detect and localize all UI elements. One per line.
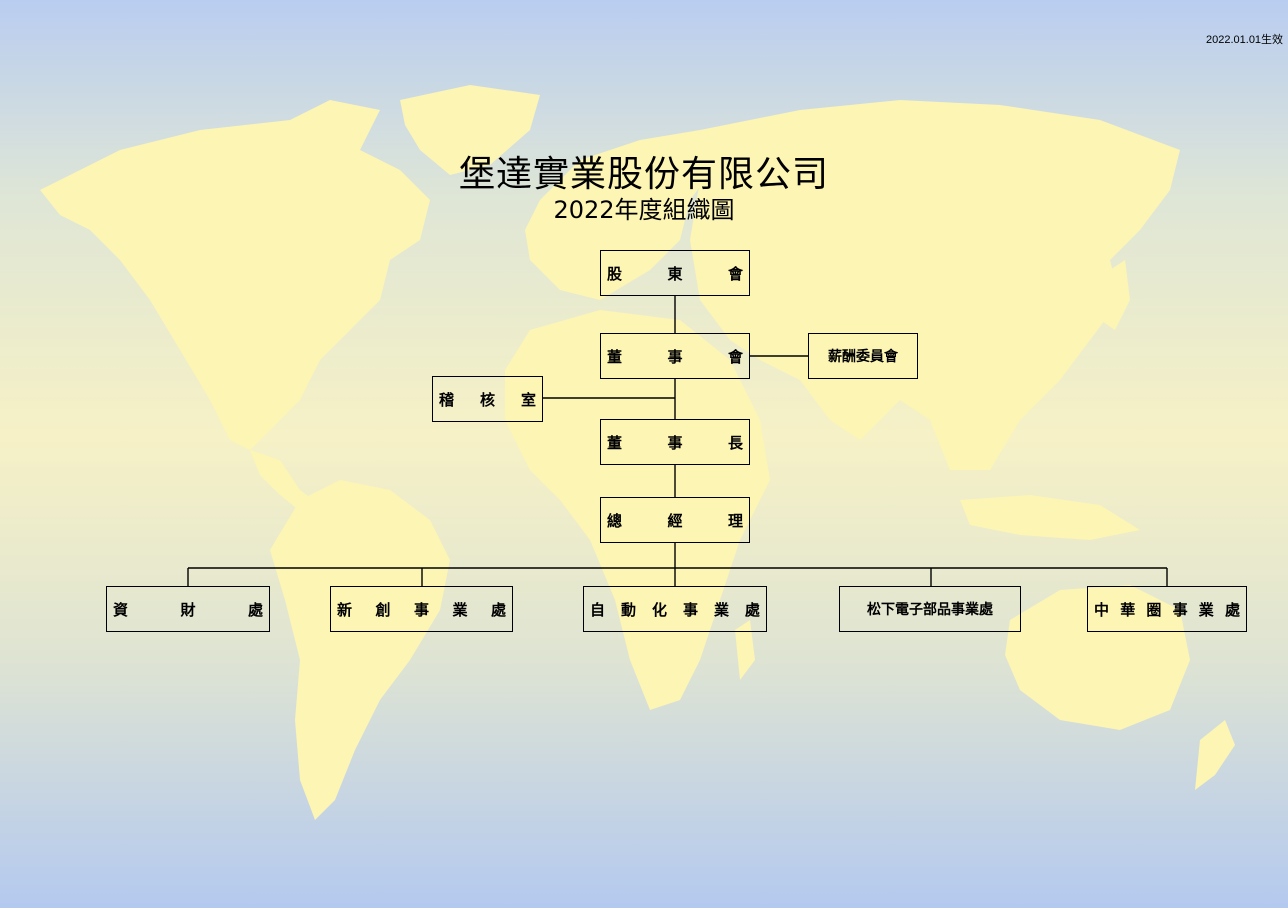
node-greater-china-char: 華 xyxy=(1120,600,1136,619)
north-america-shape xyxy=(40,100,430,450)
node-automation-char: 處 xyxy=(744,600,760,619)
node-automation-char: 事 xyxy=(682,600,698,619)
node-general-manager-char: 總 xyxy=(607,511,623,530)
node-innovation-char: 事 xyxy=(413,600,429,619)
node-chairman-char: 事 xyxy=(667,433,683,452)
node-board-char: 事 xyxy=(667,347,683,366)
node-automation-char: 動 xyxy=(620,600,636,619)
europe-shape xyxy=(525,130,720,300)
node-shareholders-char: 東 xyxy=(667,264,683,283)
node-audit-office-char: 室 xyxy=(520,390,536,409)
chart-title: 2022年度組織圖 xyxy=(553,196,735,224)
node-greater-china-char: 中 xyxy=(1094,600,1110,619)
node-automation-char: 業 xyxy=(713,600,729,619)
node-greater-china-char: 事 xyxy=(1172,600,1188,619)
australia-shape xyxy=(1005,585,1190,730)
africa-shape xyxy=(505,310,770,710)
node-greater-china-char: 圈 xyxy=(1146,600,1162,619)
node-greater-china-division: 中 華 圈 事 業 處 xyxy=(1087,586,1247,632)
node-innovation-char: 創 xyxy=(375,600,391,619)
node-materials-division: 資 財 處 xyxy=(106,586,270,632)
node-shareholders-char: 會 xyxy=(727,264,743,283)
node-innovation-char: 新 xyxy=(337,600,353,619)
company-name: 堡達實業股份有限公司 xyxy=(458,154,829,195)
node-shareholders: 股 東 會 xyxy=(600,250,750,296)
node-shareholders-char: 股 xyxy=(607,264,623,283)
node-materials-char: 財 xyxy=(180,600,196,619)
node-chairman: 董 事 長 xyxy=(600,419,750,465)
node-innovation-division: 新 創 事 業 處 xyxy=(330,586,513,632)
indonesia-shape xyxy=(960,495,1140,540)
node-audit-office-char: 稽 xyxy=(439,390,455,409)
japan-shape xyxy=(1100,260,1130,330)
node-chairman-char: 長 xyxy=(727,433,743,452)
node-materials-char: 資 xyxy=(113,600,129,619)
node-board: 董 事 會 xyxy=(600,333,750,379)
node-general-manager-char: 經 xyxy=(667,511,683,530)
node-board-char: 董 xyxy=(607,347,623,366)
node-automation-char: 自 xyxy=(590,600,606,619)
node-general-manager: 總 經 理 xyxy=(600,497,750,543)
node-compensation-committee: 薪酬委員會 xyxy=(808,333,918,379)
node-automation-char: 化 xyxy=(651,600,667,619)
node-audit-office-char: 核 xyxy=(479,390,495,409)
node-greater-china-char: 處 xyxy=(1224,600,1240,619)
node-innovation-char: 處 xyxy=(490,600,506,619)
new-zealand-shape xyxy=(1195,720,1235,790)
node-compensation-committee-label: 薪酬委員會 xyxy=(828,349,898,365)
asia-shape xyxy=(690,100,1180,470)
node-audit-office: 稽 核 室 xyxy=(432,376,543,422)
node-chairman-char: 董 xyxy=(607,433,623,452)
node-greater-china-char: 業 xyxy=(1198,600,1214,619)
madagascar-shape xyxy=(735,620,755,680)
effective-date: 2022.01.01生效 xyxy=(1206,34,1284,46)
node-innovation-char: 業 xyxy=(452,600,468,619)
greenland-shape xyxy=(400,85,540,175)
node-board-char: 會 xyxy=(727,347,743,366)
node-panasonic-label: 松下電子部品事業處 xyxy=(867,602,993,618)
south-america-shape xyxy=(270,480,450,820)
node-general-manager-char: 理 xyxy=(727,511,743,530)
node-panasonic-division: 松下電子部品事業處 xyxy=(839,586,1021,632)
node-materials-char: 處 xyxy=(247,600,263,619)
node-automation-division: 自 動 化 事 業 處 xyxy=(583,586,767,632)
